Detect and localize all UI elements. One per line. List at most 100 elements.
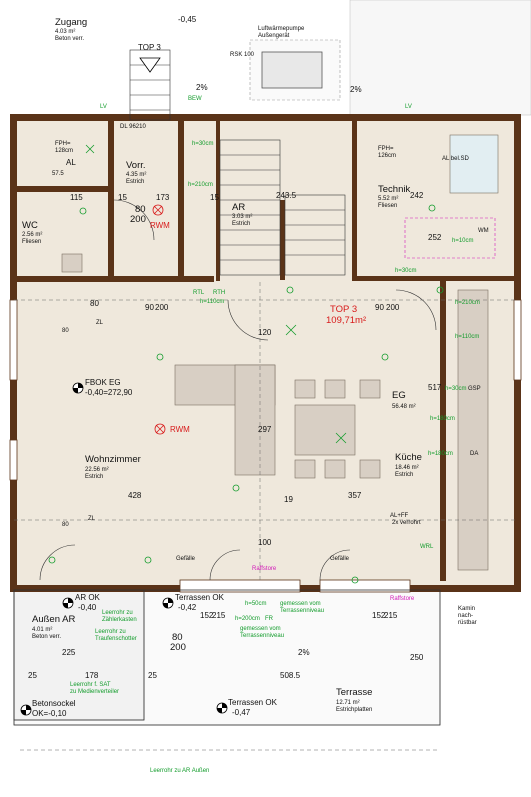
betonsockel-val: OK=-0,10 <box>32 709 67 718</box>
h110a-label: h=110cm <box>200 299 224 305</box>
top-area: 109,71m² <box>326 315 366 326</box>
rwm-icon-2 <box>154 423 166 435</box>
lv-label-2: LV <box>405 104 412 110</box>
dim-2435: 243.5 <box>276 191 297 200</box>
h180a-label: h=180cm <box>430 416 455 422</box>
dim-120: 120 <box>258 328 272 337</box>
fph-2b: 126cm <box>378 153 396 159</box>
dim-100: 100 <box>258 538 272 547</box>
dim-5085: 508.5 <box>280 671 301 680</box>
raffstore-1: Raffstore <box>252 566 277 572</box>
terrasse-name: Terrasse <box>336 687 372 698</box>
h180b-label: h=180cm <box>428 451 453 457</box>
leerrohr-4: Leerrohr zu AR Außen <box>150 768 209 774</box>
top-name: TOP 3 <box>330 304 357 315</box>
lwp-label2: Außengerät <box>258 33 290 39</box>
wohnzimmer-area: 22.56 m² <box>85 467 109 473</box>
ar-outline <box>13 589 145 721</box>
room-vorr-area: 4.35 m² <box>126 172 146 178</box>
fph-2: FPH= <box>378 146 394 152</box>
ar-ok-value: -0,40 <box>78 603 97 612</box>
rth-label: RTH <box>213 290 225 296</box>
leerrohr-3b: zu Medienverteiler <box>70 689 119 695</box>
room-vorr-name: Vorr. <box>126 160 146 171</box>
dim-215a: 215 <box>212 611 226 620</box>
dim-115: 115 <box>70 193 83 202</box>
gemessen-1b: Terrassenniveau <box>280 608 324 614</box>
rwm-label-2: RWM <box>170 425 190 434</box>
leerrohr-3: Leerrohr f. SAT <box>70 682 111 688</box>
dining-table <box>294 404 356 456</box>
room-zugang-name: Zugang <box>55 17 87 28</box>
level-marker-terrasse1 <box>162 597 174 609</box>
windows <box>9 299 522 593</box>
gefalle-1: Gefälle <box>176 556 196 562</box>
dim-80a: 80 <box>135 204 146 215</box>
gemessen-1: gemessen vom <box>280 601 321 607</box>
raffstore-2: Raffstore <box>390 596 415 602</box>
dim-575: 57.5 <box>52 171 64 177</box>
gemessen-2b: Terrassenniveau <box>240 633 284 639</box>
dim-25b: 25 <box>148 671 157 680</box>
room-ar-name: AR <box>232 202 245 213</box>
dim-15b: 15 <box>210 193 219 202</box>
leerrohr-1b: Zählerkasten <box>102 617 137 623</box>
dim-250: 250 <box>410 653 424 662</box>
betonsockel-label: Betonsockel <box>32 699 76 708</box>
lv-label-1: LV <box>100 104 107 110</box>
al-belsd-label: AL bel.SD <box>442 156 469 162</box>
h50-label: h=50cm <box>245 601 267 607</box>
dim-80c: 80 <box>62 328 69 334</box>
leerrohr-1: Leerrohr zu <box>102 610 133 616</box>
furniture <box>61 134 499 571</box>
terrassen-ok2-val: -0,47 <box>232 708 251 717</box>
dim-225: 225 <box>62 648 76 657</box>
dim-90b: 90 <box>375 303 384 312</box>
kamin-3: rüstbar <box>458 620 477 626</box>
dim-252: 252 <box>428 233 442 242</box>
slope-3: 2% <box>298 648 310 657</box>
dim-200a: 200 <box>130 214 146 225</box>
leerrohr-2: Leerrohr zu <box>95 629 126 635</box>
gefalle-2: Gefälle <box>330 556 350 562</box>
ar-ok-label: AR OK <box>75 593 101 602</box>
aussen-ar-area: 4.01 m² <box>32 627 52 633</box>
terrassen-ok2: Terrassen OK <box>228 698 278 707</box>
wohnzimmer-name: Wohnzimmer <box>85 454 141 465</box>
terrassen-ok1: Terrassen OK <box>175 593 225 602</box>
level-marker-terrasse2 <box>216 702 228 714</box>
light-icons <box>85 144 347 444</box>
eg-area: 56.48 m² <box>392 404 416 410</box>
wc-toilet <box>61 253 83 273</box>
room-technik-floor: Fliesen <box>378 203 397 209</box>
level-marker-ar <box>62 597 74 609</box>
room-zugang-area: 4.03 m² <box>55 29 75 35</box>
h110b-label: h=110cm <box>455 334 479 340</box>
kamin-2: nach- <box>458 613 473 619</box>
h210b-label: h=210cm <box>455 300 480 306</box>
slope-2: 2% <box>350 85 362 94</box>
north-arrow <box>139 57 161 73</box>
h10-label: h=10cm <box>452 238 474 244</box>
dim-15a: 15 <box>118 193 127 202</box>
technik-unit <box>449 134 499 194</box>
fph-1b: 128cm <box>55 148 73 154</box>
rtl-label: RTL <box>193 290 205 296</box>
room-wc-floor: Fliesen <box>22 239 41 245</box>
dim-200b: 200 <box>155 303 169 312</box>
room-technik-area: 5.52 m² <box>378 196 398 202</box>
rsk-label: RSK 100 <box>230 52 255 58</box>
h200-label: h=200cm <box>235 616 260 622</box>
interior-floor <box>14 118 517 588</box>
dim-178: 178 <box>85 671 99 680</box>
fph-1: FPH= <box>55 141 71 147</box>
dim-90a: 90 <box>145 303 154 312</box>
dim-25a: 25 <box>28 671 37 680</box>
dim-80d: 80 <box>62 522 69 528</box>
slope-1: 2% <box>196 83 208 92</box>
al-label: AL <box>66 158 76 167</box>
alff-label2: 2x verrohrt <box>392 520 421 526</box>
wohnzimmer-floor: Estrich <box>85 474 103 480</box>
level-top: -0,45 <box>178 15 197 24</box>
